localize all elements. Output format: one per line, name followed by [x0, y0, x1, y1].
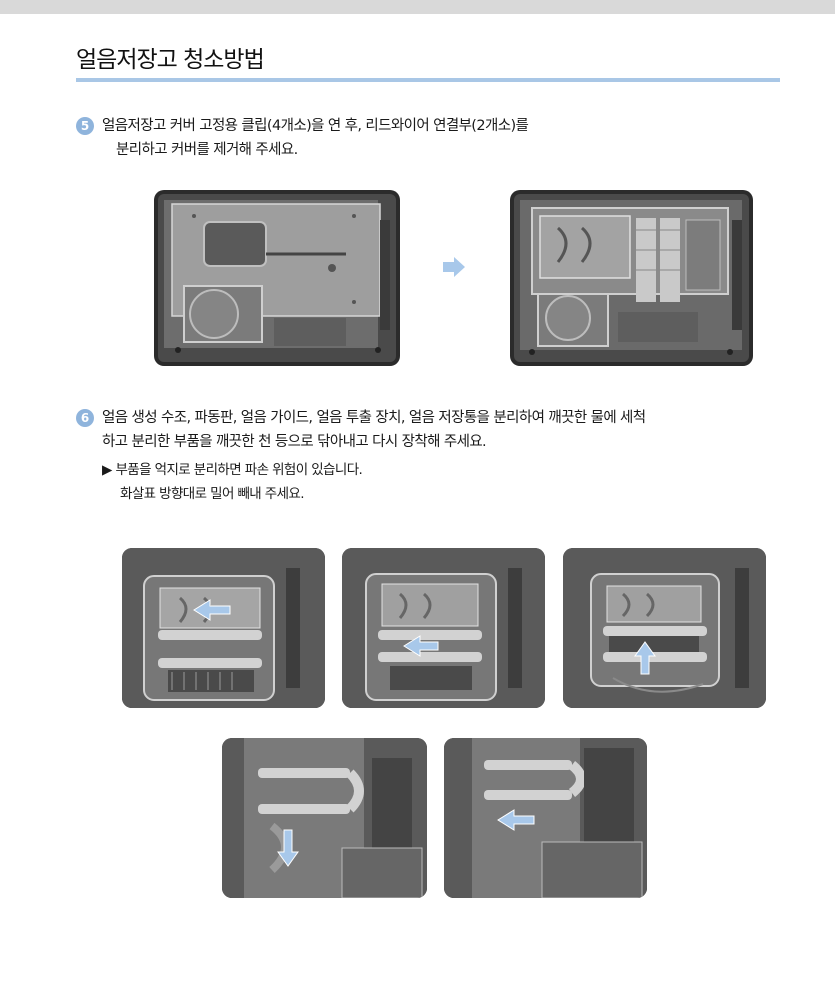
step-5-line-1: 얼음저장고 커버 고정용 클립(4개소)을 연 후, 리드와이어 연결부(2개소…: [102, 118, 529, 134]
top-bar: [0, 0, 835, 14]
step-6-line-2: 하고 분리한 부품을 깨끗한 천 등으로 닦아내고 다시 장착해 주세요.: [102, 434, 487, 450]
photo-cover-removed: [510, 190, 753, 366]
caution-note-line-2: 화살표 방향대로 밀어 빼내 주세요.: [120, 486, 305, 502]
page-title: 얼음저장고 청소방법: [76, 47, 265, 73]
step-5-line-2: 분리하고 커버를 제거해 주세요.: [116, 142, 298, 158]
right-arrow-icon: [442, 256, 466, 282]
caution-note: ▶ 부품을 억지로 분리하면 파손 위험이 있습니다. 화살표 방향대로 밀어 …: [102, 458, 363, 506]
step-5-number-badge: 5: [76, 117, 94, 135]
title-underline: [76, 78, 780, 82]
photo-remove-wave-plate: [342, 548, 545, 708]
step-6: 6 얼음 생성 수조, 파동판, 얼음 가이드, 얼음 투출 장치, 얼음 저장…: [76, 406, 646, 454]
step-6-number-badge: 6: [76, 409, 94, 427]
caution-note-line-1: ▶ 부품을 억지로 분리하면 파손 위험이 있습니다.: [102, 462, 363, 478]
step-5: 5 얼음저장고 커버 고정용 클립(4개소)을 연 후, 리드와이어 연결부(2…: [76, 114, 529, 162]
photo-remove-tray: [122, 548, 325, 708]
photo-remove-ice-guide: [563, 548, 766, 708]
photo-remove-ice-dispenser: [222, 738, 427, 898]
photo-cover-on: [154, 190, 400, 366]
step-6-line-1: 얼음 생성 수조, 파동판, 얼음 가이드, 얼음 투출 장치, 얼음 저장통을…: [102, 410, 646, 426]
photo-remove-ice-bin: [444, 738, 647, 898]
